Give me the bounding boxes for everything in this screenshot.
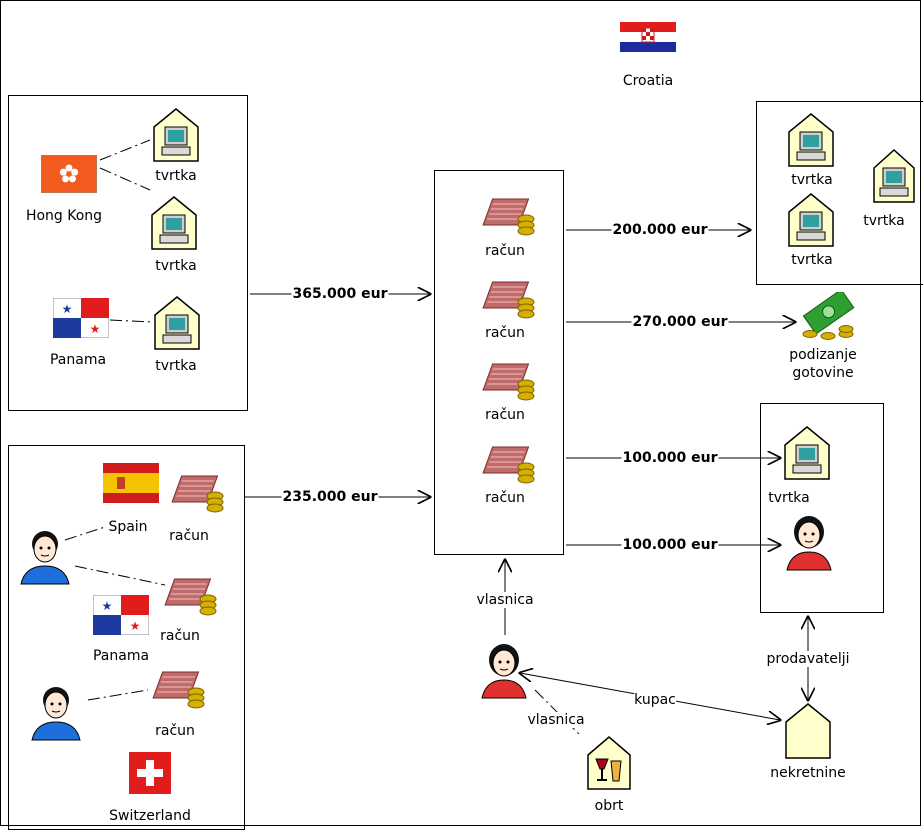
company-house-icon [154, 296, 200, 350]
label-vlasnica-obrt: vlasnica [527, 712, 585, 728]
bank-account-icon [482, 446, 535, 484]
man-icon [20, 531, 70, 585]
bank-account-icon [152, 671, 205, 709]
company-house-icon [153, 108, 199, 162]
amount-100000-company: 100.000 eur [621, 450, 719, 466]
bank-account-icon [482, 198, 535, 236]
label-racun: račun [160, 628, 200, 644]
group-box-accounts [434, 170, 564, 555]
label-vlasnica: vlasnica [476, 592, 534, 608]
group-box-croatia-companies [756, 101, 923, 285]
amount-200000: 200.000 eur [611, 222, 709, 238]
label-spain: Spain [108, 519, 148, 535]
label-nekretnine: nekretnine [770, 765, 846, 781]
woman-icon [481, 644, 527, 699]
company-house-icon [784, 426, 830, 480]
amount-235000: 235.000 eur [281, 489, 379, 505]
group-box-recipients [760, 403, 884, 613]
svg-text:★: ★ [102, 599, 113, 613]
label-tvrtka: tvrtka [155, 258, 197, 274]
company-house-icon [873, 148, 915, 203]
company-house-icon [151, 196, 197, 250]
flag-switzerland-icon [129, 752, 171, 794]
label-racun: račun [485, 325, 525, 341]
label-panama: Panama [49, 352, 107, 368]
label-switzerland: Switzerland [109, 808, 191, 824]
label-hong-kong: Hong Kong [25, 208, 103, 224]
label-tvrtka: tvrtka [155, 168, 197, 184]
group-box-offshore-companies [8, 95, 248, 411]
label-racun: račun [155, 723, 195, 739]
label-kupac: kupac [634, 692, 676, 708]
label-prodavatelji: prodavatelji [766, 651, 850, 667]
label-tvrtka: tvrtka [155, 358, 197, 374]
label-racun: račun [485, 490, 525, 506]
bank-account-icon [164, 578, 217, 616]
label-tvrtka: tvrtka [768, 490, 810, 506]
flag-croatia-icon [620, 22, 676, 52]
bank-account-icon [171, 475, 224, 513]
svg-text:★: ★ [90, 322, 101, 336]
label-tvrtka: tvrtka [791, 252, 833, 268]
label-croatia: Croatia [622, 73, 674, 89]
flag-spain-icon [103, 463, 159, 503]
company-house-icon [788, 193, 834, 247]
amount-270000: 270.000 eur [631, 314, 729, 330]
label-tvrtka: tvrtka [863, 213, 905, 229]
man-icon [31, 687, 81, 741]
label-obrt: obrt [594, 798, 624, 814]
label-racun: račun [485, 243, 525, 259]
svg-text:★: ★ [130, 619, 141, 633]
label-racun: račun [169, 528, 209, 544]
label-podizanje: podizanje [789, 347, 857, 363]
label-gotovine: gotovine [792, 365, 854, 381]
label-racun: račun [485, 407, 525, 423]
craft-shop-icon [587, 736, 631, 790]
bank-account-icon [482, 281, 535, 319]
svg-text:★: ★ [62, 302, 73, 316]
amount-100000-seller: 100.000 eur [621, 537, 719, 553]
woman-icon [786, 516, 832, 571]
flag-hongkong-icon [41, 155, 97, 193]
bank-account-icon [482, 363, 535, 401]
company-house-icon [788, 113, 834, 167]
cash-money-icon [802, 292, 855, 340]
label-panama: Panama [92, 648, 150, 664]
real-estate-house-icon [785, 703, 831, 759]
label-tvrtka: tvrtka [791, 172, 833, 188]
amount-365000: 365.000 eur [291, 286, 389, 302]
flag-panama-icon: ★ ★ [93, 595, 149, 635]
flag-panama-icon: ★ ★ [53, 298, 109, 338]
